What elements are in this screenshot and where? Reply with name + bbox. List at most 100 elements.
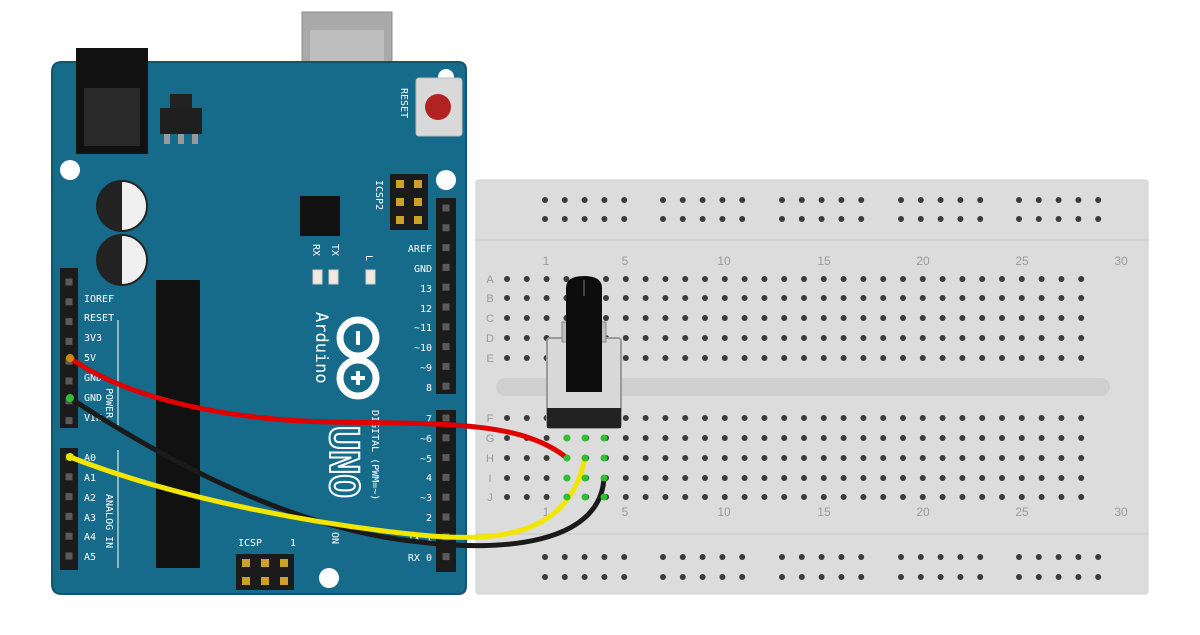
rail-hole — [898, 197, 904, 203]
breadboard-hole — [979, 295, 986, 301]
icsp2-pin — [396, 198, 404, 206]
breadboard-hole — [603, 276, 609, 282]
column-numbers-top: 1 5 10 15 20 25 30 — [543, 254, 1128, 268]
connected-hole — [600, 493, 608, 501]
breadboard-hole — [543, 494, 550, 500]
breadboard-hole — [781, 315, 788, 321]
breadboard-hole — [682, 355, 689, 361]
breadboard-hole — [1038, 494, 1045, 500]
header-pin — [442, 244, 450, 252]
rail-hole — [1035, 574, 1042, 580]
breadboard-hole — [860, 276, 867, 282]
breadboard-hole — [801, 415, 807, 421]
breadboard-hole — [840, 455, 847, 461]
row-letter: A — [486, 274, 494, 286]
breadboard-hole — [999, 335, 1005, 341]
rail-hole — [937, 197, 944, 203]
potentiometer-knob[interactable] — [566, 276, 602, 392]
pin-label-5: ~5 — [420, 454, 432, 465]
breadboard-hole — [1038, 355, 1045, 361]
rail-hole — [601, 197, 608, 203]
breadboard-hole — [523, 335, 530, 341]
breadboard-hole — [999, 435, 1005, 441]
header-pin — [65, 337, 73, 345]
gnd-wire — [67, 395, 607, 549]
col-number: 15 — [817, 505, 831, 519]
icsp-pins — [242, 559, 288, 585]
col-number: 10 — [717, 254, 731, 268]
breadboard-hole — [801, 295, 807, 301]
breadboard-hole — [840, 415, 847, 421]
breadboard-hole — [662, 494, 669, 500]
breadboard-hole — [1018, 276, 1025, 282]
breadboard-hole — [504, 475, 510, 481]
breadboard-hole — [622, 494, 629, 500]
breadboard-hole — [682, 315, 689, 321]
voltage-regulator — [160, 108, 202, 134]
breadboard-hole — [682, 335, 689, 341]
rail-hole — [581, 574, 588, 580]
mounting-hole — [436, 170, 456, 190]
breadboard-hole — [900, 355, 906, 361]
breadboard-hole — [840, 295, 847, 301]
potentiometer[interactable] — [546, 276, 622, 429]
capacitor — [96, 180, 148, 232]
breadboard-hole — [523, 415, 530, 421]
rail-hole — [542, 554, 548, 560]
breadboard-hole — [900, 335, 906, 341]
pin-label-7: 7 — [426, 414, 432, 425]
breadboard-hole — [999, 276, 1005, 282]
breadboard-hole — [504, 415, 510, 421]
rail-hole — [719, 216, 726, 222]
row-letter: C — [486, 313, 494, 325]
rail-hole — [858, 216, 865, 222]
header-pin — [442, 263, 450, 271]
rail-hole — [561, 216, 568, 222]
header-pin — [442, 473, 450, 481]
breadboard-hole — [741, 355, 748, 361]
breadboard-hole — [662, 415, 669, 421]
analog-pin-labels: A0 A1 A2 A3 A4 A5 — [84, 453, 96, 563]
breadboard-hole — [682, 475, 689, 481]
reset-button[interactable] — [425, 94, 451, 120]
breadboard-hole — [939, 455, 946, 461]
rail-hole — [779, 216, 785, 222]
icsp-pin — [242, 559, 250, 567]
breadboard-hole — [919, 335, 926, 341]
rail-hole — [1075, 216, 1082, 222]
breadboard-hole — [1018, 494, 1025, 500]
rail-hole — [621, 554, 628, 560]
icsp-pin — [280, 577, 288, 585]
breadboard-hole — [721, 315, 728, 321]
breadboard-hole — [860, 415, 867, 421]
rail-hole — [542, 197, 548, 203]
usb-chip — [300, 196, 340, 236]
breadboard-hole — [900, 455, 906, 461]
breadboard-hole — [781, 455, 788, 461]
header-pin — [442, 204, 450, 212]
rail-hole — [779, 554, 785, 560]
breadboard-hole — [880, 494, 887, 500]
breadboard-hole — [741, 475, 748, 481]
rail-hole — [1095, 216, 1102, 222]
rail-hole — [898, 216, 904, 222]
breadboard-hole — [662, 475, 669, 481]
breadboard-hole — [543, 276, 550, 282]
breadboard-hole — [682, 295, 689, 301]
breadboard-hole — [999, 355, 1005, 361]
rail-hole — [818, 574, 825, 580]
tx-led — [328, 269, 339, 285]
breadboard-hole — [959, 276, 966, 282]
rail-hole — [601, 574, 608, 580]
breadboard-hole — [880, 355, 887, 361]
header-pin — [65, 532, 73, 540]
breadboard-hole — [702, 355, 708, 361]
rail-hole — [1016, 554, 1022, 560]
power-section-label: POWER — [103, 388, 114, 419]
breadboard-hole — [900, 435, 906, 441]
header-pin — [65, 512, 73, 520]
rail-hole — [1035, 197, 1042, 203]
breadboard-hole — [1018, 335, 1025, 341]
breadboard-hole — [801, 475, 807, 481]
